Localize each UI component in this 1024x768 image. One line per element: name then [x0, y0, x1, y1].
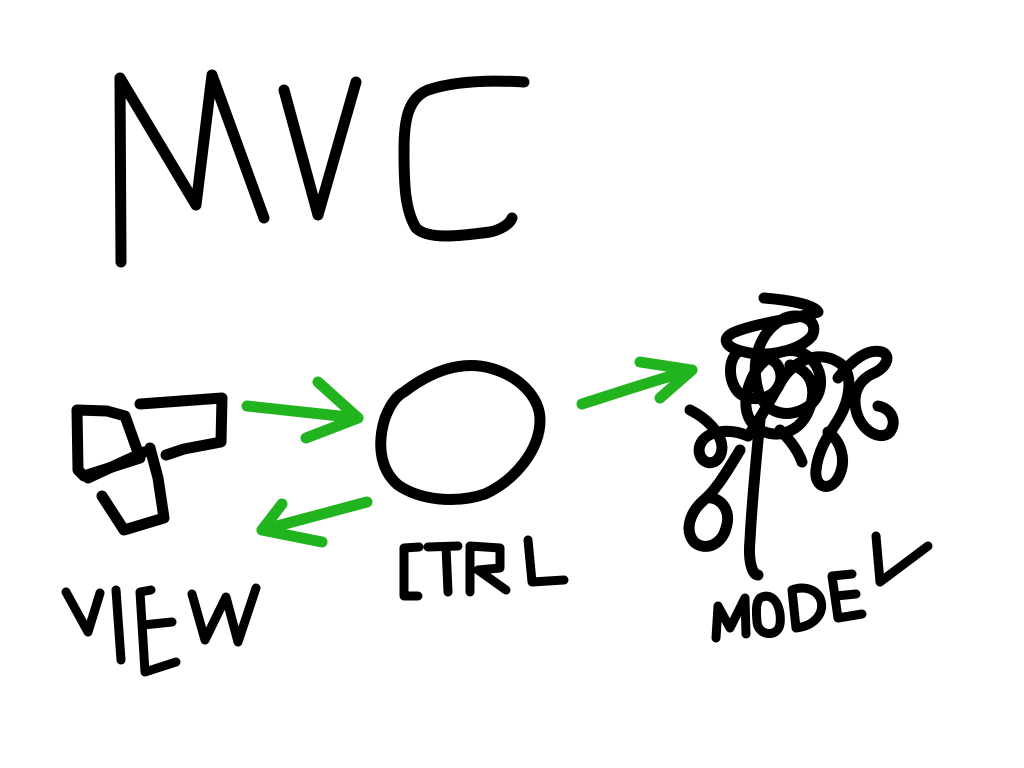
arrow-controller-to-view [256, 496, 373, 548]
controller-label [399, 535, 569, 601]
view-icon [71, 392, 228, 536]
diagram-title [114, 69, 530, 268]
view-label [61, 583, 261, 677]
arrow-view-to-controller [241, 376, 364, 444]
model-scribble [683, 292, 899, 581]
arrow-controller-to-model [576, 356, 698, 410]
controller-circle [375, 360, 546, 505]
model-label [711, 531, 933, 643]
